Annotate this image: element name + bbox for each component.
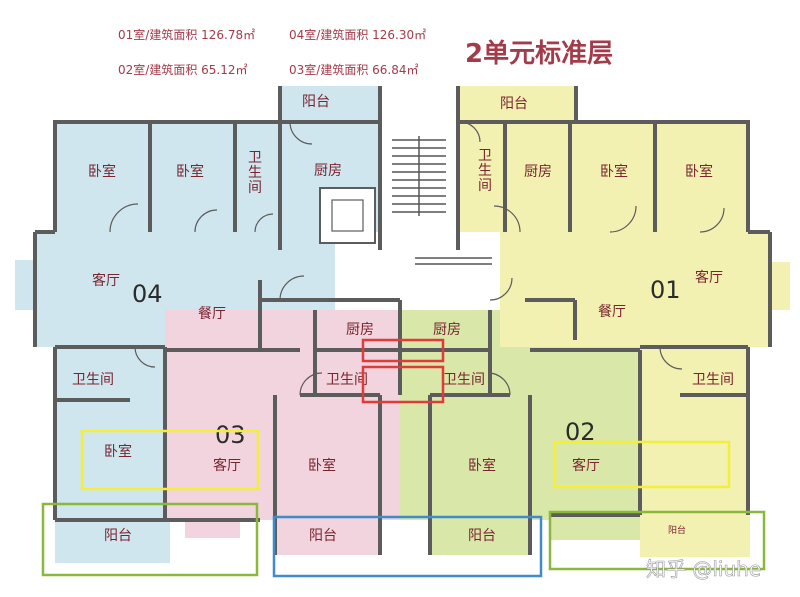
unit01-area-label: 01室/建筑面积 126.78㎡ — [118, 27, 255, 42]
unit03-balcony-label: 阳台 — [309, 528, 337, 544]
highlight-boxes — [41, 338, 766, 578]
unit02-kitchen-label: 厨房 — [433, 322, 461, 338]
green-box-right — [548, 510, 766, 571]
unit03-number: 03 — [215, 421, 246, 449]
unit01-bath-char1: 卫 — [478, 148, 492, 164]
unit04-balcony2-label: 阳台 — [104, 528, 132, 544]
unit04-living-label: 客厅 — [92, 272, 120, 289]
unit01-bedroom1-label: 卧室 — [600, 163, 628, 180]
unit01-kitchen-label: 厨房 — [524, 164, 552, 180]
red-box-baths — [361, 365, 445, 404]
unit01-number: 01 — [650, 276, 681, 304]
unit01-dining-label: 餐厅 — [598, 304, 626, 320]
unit04-bedroom2-label: 卧室 — [176, 163, 204, 180]
unit04-bath-char3: 间 — [248, 180, 262, 196]
unit04-area-label: 04室/建筑面积 126.30㎡ — [289, 27, 426, 42]
unit03-bath-label: 卫生间 — [326, 372, 368, 388]
watermark: 知乎 @liuhe — [646, 557, 761, 581]
stair-treads — [392, 136, 492, 265]
unit01-bath-label: 卫生间 — [692, 372, 734, 388]
unit04-bedroom1-label: 卧室 — [88, 163, 116, 180]
unit02-living-label: 客厅 — [572, 457, 600, 474]
unit04-kitchen-label: 厨房 — [314, 163, 342, 179]
unit02-bath-label: 卫生间 — [443, 372, 485, 388]
unit04-fill — [15, 86, 380, 563]
unit01-bedroom2-label: 卧室 — [685, 163, 713, 180]
unit04-bath-char2: 生 — [248, 165, 262, 181]
yellow-box-unit03 — [80, 429, 260, 491]
unit03-bedroom-label: 卧室 — [308, 457, 336, 474]
plan-title: 2单元标准层 — [465, 39, 613, 69]
unit01-living-label: 客厅 — [695, 269, 723, 286]
unit04-balcony-label: 阳台 — [302, 94, 330, 110]
door-swings — [109, 121, 725, 396]
unit01-bath-char2: 生 — [478, 163, 492, 179]
unit02-area-label: 02室/建筑面积 65.12㎡ — [118, 62, 247, 77]
unit01-bath-char3: 间 — [478, 178, 492, 194]
blue-box-center — [272, 515, 543, 578]
unit04-number: 04 — [132, 280, 163, 308]
yellow-box-unit02 — [553, 440, 731, 489]
unit04-bath-label: 卫生间 — [72, 372, 114, 388]
unit02-balcony-label: 阳台 — [468, 528, 496, 544]
unit04-dining-label: 餐厅 — [198, 306, 226, 322]
green-box-left — [41, 502, 259, 577]
unit03-fill — [165, 310, 400, 555]
unit03-kitchen-label: 厨房 — [346, 322, 374, 338]
walls — [33, 86, 772, 555]
unit01-balcony-label: 阳台 — [500, 96, 528, 112]
unit04-bath-char1: 卫 — [248, 150, 262, 166]
unit03-living-label: 客厅 — [213, 457, 241, 474]
unit03-area-label: 03室/建筑面积 66.84㎡ — [289, 62, 418, 77]
unit04-bedroom3-label: 卧室 — [104, 443, 132, 460]
unit01-balcony2-label: 阳台 — [668, 524, 686, 536]
unit02-bedroom-label: 卧室 — [468, 457, 496, 474]
red-box-kitchens — [361, 338, 445, 363]
